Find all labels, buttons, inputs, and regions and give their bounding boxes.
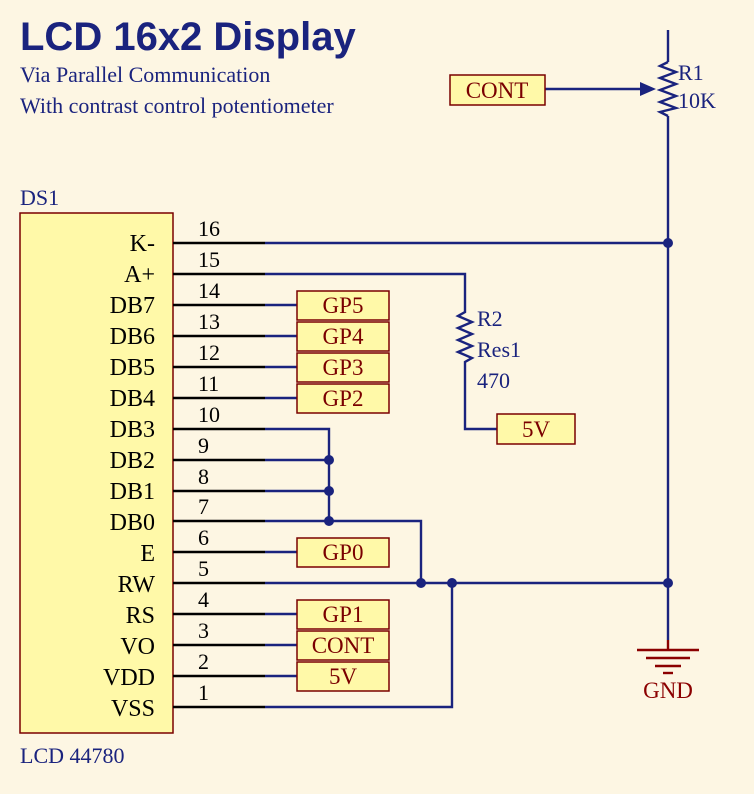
wires [265, 30, 670, 709]
lcd-pin-labels: K- A+ DB7 DB6 DB5 DB4 DB3 DB2 DB1 DB0 E … [103, 231, 155, 722]
lcd-pin-stubs [173, 241, 265, 709]
pin-number: 3 [198, 618, 209, 643]
port-r2-5v-label: 5V [522, 417, 551, 442]
pin-label: DB4 [110, 386, 155, 412]
pin-label: DB1 [110, 479, 155, 505]
port-gp1-label: GP1 [323, 602, 364, 627]
pin-number: 10 [198, 402, 220, 427]
gnd-label: GND [643, 678, 693, 703]
net-ports: GP5 GP4 GP3 GP2 5V GP0 GP1 CONT 5V CONT [296, 74, 576, 692]
pin-label: DB5 [110, 355, 155, 381]
pin-number: 16 [198, 216, 220, 241]
port-gp5 [296, 290, 390, 321]
pin-number: 13 [198, 309, 220, 334]
port-gp0-label: GP0 [323, 540, 364, 565]
port-gp3 [296, 352, 390, 383]
pin-label: E [140, 541, 155, 567]
port-cont [296, 630, 390, 661]
wiper-arrow-icon [640, 82, 656, 96]
r1-potentiometer: R1 10K [656, 60, 716, 118]
pin-number: 15 [198, 247, 220, 272]
port-gp1 [296, 599, 390, 630]
wire-a-plus [265, 272, 467, 305]
junction-dot [447, 578, 457, 588]
gnd-symbol: GND [637, 640, 699, 703]
r2-value: 470 [477, 368, 510, 393]
pin-label: DB0 [110, 510, 155, 536]
pin-number: 5 [198, 556, 209, 581]
junction-dot [324, 486, 334, 496]
pin-label: VSS [111, 696, 155, 722]
port-gp2-label: GP2 [323, 386, 364, 411]
junction-dot [663, 578, 673, 588]
r2-comment: Res1 [477, 337, 521, 362]
r1-zigzag-icon [656, 60, 681, 118]
subtitle-line-2: With contrast control potentiometer [20, 93, 334, 118]
pin-number: 8 [198, 464, 209, 489]
junctions [324, 238, 673, 588]
lcd-part-name: LCD 44780 [20, 743, 125, 768]
junction-dot [416, 578, 426, 588]
port-gp4-label: GP4 [323, 324, 364, 349]
pin-number: 1 [198, 680, 209, 705]
lcd-body [19, 212, 174, 734]
lcd-designator: DS1 [20, 185, 59, 210]
pin-number: 11 [198, 371, 219, 396]
port-gp4 [296, 321, 390, 352]
r1-value: 10K [678, 88, 716, 113]
port-vdd-5v [296, 661, 390, 692]
pin-label: A+ [124, 262, 155, 288]
port-gp2 [296, 383, 390, 414]
pin-label: DB7 [110, 293, 155, 319]
pin-label: RW [118, 572, 156, 598]
pin-number: 14 [198, 278, 220, 303]
wire-db3-bus [265, 427, 331, 521]
pin-number: 6 [198, 525, 209, 550]
port-gp0 [296, 537, 390, 568]
lcd-pin-numbers: 16 15 14 13 12 11 10 9 8 7 6 5 4 3 2 1 [198, 216, 220, 705]
subtitle-line-1: Via Parallel Communication [20, 62, 270, 87]
junction-dot [324, 516, 334, 526]
r2-designator: R2 [477, 306, 503, 331]
r2-resistor: R2 Res1 470 [454, 305, 521, 393]
port-cont-pot [449, 74, 546, 106]
pin-number: 7 [198, 494, 209, 519]
pin-label: VDD [103, 665, 155, 691]
pin-number: 2 [198, 649, 209, 674]
pin-label: K- [130, 231, 155, 257]
pin-number: 12 [198, 340, 220, 365]
r2-zigzag-icon [454, 305, 476, 370]
port-cont-pot-label: CONT [466, 78, 529, 103]
wire-db0 [265, 519, 423, 583]
pin-number: 9 [198, 433, 209, 458]
port-cont-label: CONT [312, 633, 375, 658]
pin-label: RS [126, 603, 155, 629]
pin-label: DB2 [110, 448, 155, 474]
pin-label: DB3 [110, 417, 155, 443]
port-gp5-label: GP5 [323, 293, 364, 318]
port-r2-5v [496, 413, 576, 445]
pin-label: VO [120, 634, 155, 660]
wire-r2-5v [463, 370, 497, 431]
port-vdd-5v-label: 5V [329, 664, 358, 689]
junction-dot [663, 238, 673, 248]
junction-dot [324, 455, 334, 465]
pin-number: 4 [198, 587, 209, 612]
port-gp3-label: GP3 [323, 355, 364, 380]
r1-designator: R1 [678, 60, 704, 85]
wire-vss [265, 583, 454, 709]
pin-label: DB6 [110, 324, 155, 350]
page-title: LCD 16x2 Display [20, 15, 356, 59]
